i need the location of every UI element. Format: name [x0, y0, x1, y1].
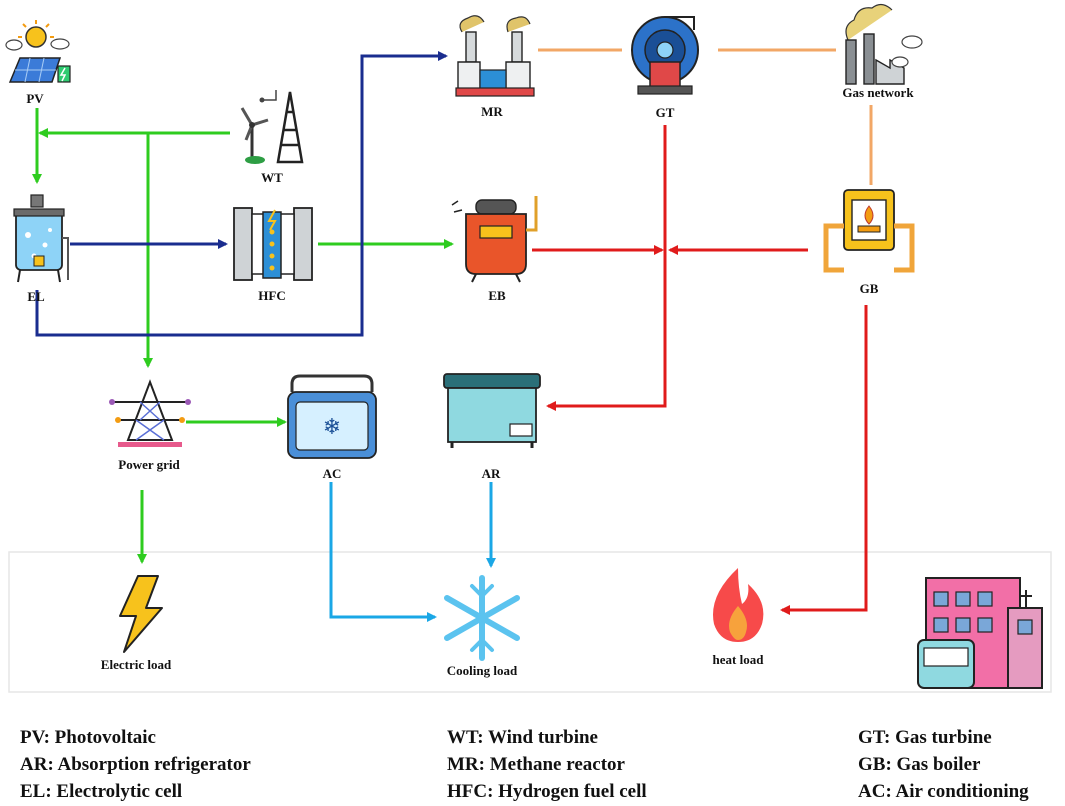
flow-ac-to-cooling-load	[329, 482, 437, 622]
node-gb-label: GB	[860, 281, 879, 296]
legend-ac: AC: Air conditioning	[858, 781, 1029, 802]
wind-turbine-icon	[240, 90, 304, 164]
flow-gb-to-heat-load	[780, 305, 868, 615]
absorption-refrigerator-icon	[443, 373, 541, 448]
legend-gb: GB: Gas boiler	[858, 754, 981, 775]
node-ac: ❄ AC	[287, 374, 377, 481]
gas-turbine-icon	[631, 16, 699, 95]
node-wt-label: WT	[261, 170, 283, 185]
node-hfc: HFC	[233, 207, 313, 303]
node-electric-load-label: Electric load	[101, 657, 172, 672]
node-hfc-label: HFC	[258, 288, 285, 303]
node-power-grid: Power grid	[109, 379, 191, 472]
node-gb: GB	[823, 189, 915, 296]
legend-gt: GT: Gas turbine	[858, 727, 992, 748]
node-gas-network-label: Gas network	[842, 85, 914, 100]
node-wt: WT	[240, 90, 304, 185]
flame-icon	[713, 568, 764, 642]
node-mr-label: MR	[481, 104, 503, 119]
node-cooling-load-label: Cooling load	[447, 663, 518, 678]
node-gas-network: Gas network	[842, 3, 923, 100]
node-mr: MR	[455, 15, 535, 119]
node-eb: EB	[451, 196, 538, 303]
legend-wt: WT: Wind turbine	[447, 727, 598, 748]
electrolyzer-icon	[13, 194, 69, 283]
methane-reactor-icon	[455, 15, 535, 97]
legend-hfc: HFC: Hydrogen fuel cell	[447, 781, 647, 802]
node-cooling-load: Cooling load	[444, 575, 520, 678]
gas-boiler-icon	[823, 189, 915, 273]
flow-el-to-mr	[35, 51, 448, 337]
flow-gt-to-ar	[546, 125, 667, 411]
load-region-box	[8, 551, 1052, 693]
snowflake-icon	[444, 575, 520, 661]
node-pv-label: PV	[26, 91, 44, 106]
node-heat-load-label: heat load	[713, 652, 765, 667]
solar-panel-icon	[5, 20, 71, 83]
electric-boiler-icon	[451, 196, 538, 283]
node-el: EL	[13, 194, 69, 304]
legend-pv: PV: Photovoltaic	[20, 727, 156, 748]
legend-ar: AR: Absorption refrigerator	[20, 754, 251, 775]
svg-text:❄: ❄	[323, 415, 341, 440]
node-electric-load: Electric load	[101, 575, 172, 672]
transmission-tower-icon	[109, 379, 191, 447]
legend-mr: MR: Methane reactor	[447, 754, 625, 775]
node-eb-label: EB	[488, 288, 506, 303]
legend-el: EL: Electrolytic cell	[20, 781, 183, 802]
node-ac-label: AC	[323, 466, 342, 481]
node-el-label: EL	[27, 289, 45, 304]
node-ar-label: AR	[482, 466, 501, 481]
air-conditioner-icon: ❄	[287, 374, 377, 459]
node-pv: PV	[5, 20, 71, 106]
node-building	[917, 577, 1043, 689]
factory-icon	[845, 3, 923, 85]
lightning-icon	[119, 575, 163, 653]
node-gt-label: GT	[656, 105, 675, 120]
node-heat-load: heat load	[713, 568, 765, 667]
fuel-cell-icon	[233, 207, 313, 281]
node-gt: GT	[631, 16, 699, 120]
node-power-grid-label: Power grid	[118, 457, 180, 472]
node-ar: AR	[443, 373, 541, 481]
building-icon	[917, 577, 1043, 689]
